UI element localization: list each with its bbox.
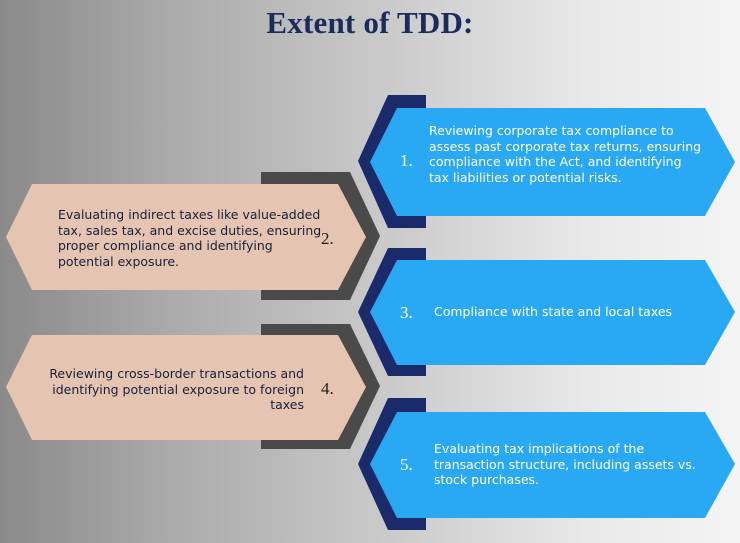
item-1-number: 1.: [400, 151, 413, 170]
item-1-hexagon: [370, 108, 735, 216]
item-4-hexagon: [6, 335, 366, 440]
page-title: Extent of TDD:: [266, 5, 474, 40]
item-4-text: Reviewing cross-border transactions and …: [49, 366, 304, 412]
item-5-hexagon: [370, 412, 735, 518]
item-2-hexagon: [6, 184, 366, 290]
item-5-text: Evaluating tax implications of the trans…: [434, 441, 696, 487]
item-2-text: Evaluating indirect taxes like value-add…: [58, 207, 322, 269]
item-5-number: 5.: [400, 455, 413, 474]
item-3-text: Compliance with state and local taxes: [434, 304, 673, 319]
item-2-number: 2.: [321, 229, 334, 248]
item-3-hexagon: [370, 260, 735, 365]
item-4-number: 4.: [321, 379, 334, 398]
item-1-text: Reviewing corporate tax compliance to as…: [429, 123, 702, 185]
item-3-number: 3.: [400, 303, 413, 322]
